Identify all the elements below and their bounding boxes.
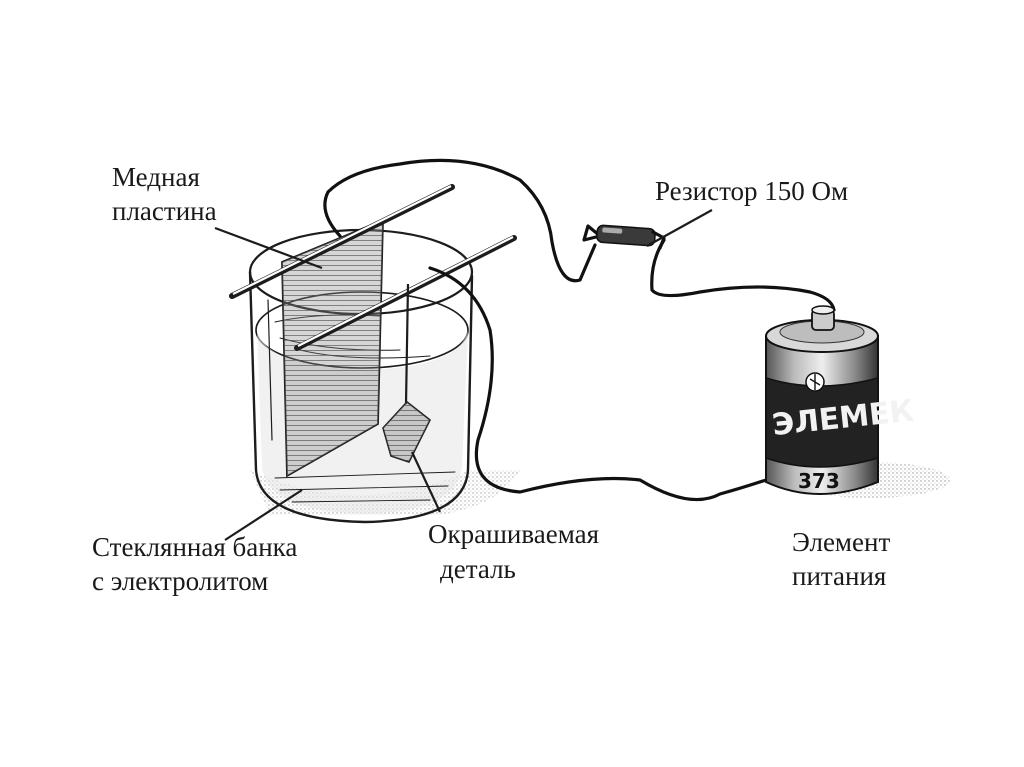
labels: Медная пластина Резистор 150 Ом Стеклянн… [92, 162, 890, 596]
glass-jar-label-line2: с электролитом [92, 566, 268, 596]
copper-plate [281, 218, 384, 478]
painted-part-label-line2: деталь [440, 554, 516, 584]
resistor-label: Резистор 150 Ом [655, 176, 848, 206]
leader-lines [214, 209, 713, 541]
resistor [582, 224, 666, 250]
copper-plate-label-line2: пластина [112, 196, 217, 226]
copper-plate-label-line1: Медная [112, 162, 200, 192]
circuit-wires [323, 158, 836, 502]
painted-part-label-line1: Окрашиваемая [428, 519, 599, 549]
power-cell-label-line1: Элемент [792, 527, 890, 557]
battery-model-text: 373 [798, 469, 840, 493]
power-cell-label-line2: питания [792, 561, 886, 591]
battery: ЭЛЕМЕК 373 [765, 305, 950, 498]
painted-part [382, 283, 432, 463]
support-rods [229, 184, 517, 351]
glass-jar-label-line1: Стеклянная банка [92, 532, 297, 562]
